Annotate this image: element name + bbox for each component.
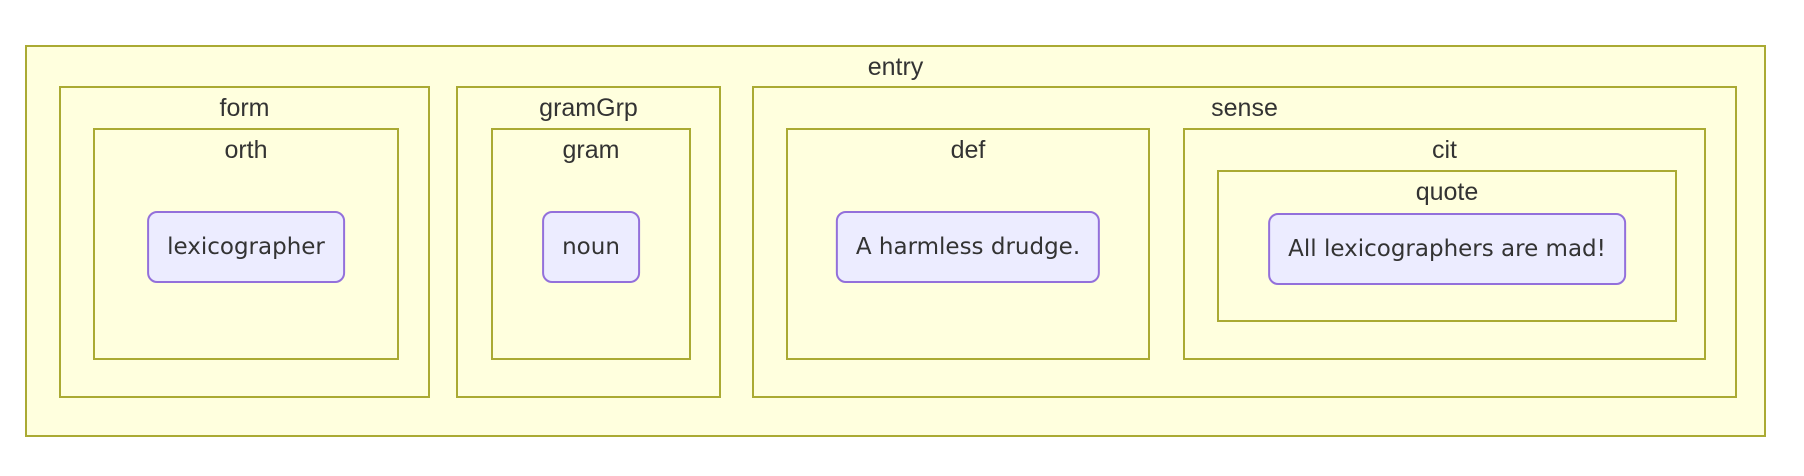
noun-node: noun [542, 211, 640, 283]
gramgrp-label: gramGrp [539, 94, 638, 122]
quote-node: All lexicographers are mad! [1268, 213, 1626, 285]
entry-label: entry [867, 53, 924, 81]
form-label: form [219, 94, 270, 122]
cit-cluster: cit quote All lexicographers are mad! [1183, 128, 1706, 360]
gramgrp-cluster: gramGrp gram noun [456, 86, 721, 398]
definition-node: A harmless drudge. [835, 211, 1101, 283]
orth-cluster: orth lexicographer [93, 128, 399, 360]
cit-label: cit [1432, 136, 1457, 164]
orth-label: orth [224, 136, 268, 164]
quote-label: quote [1415, 178, 1479, 206]
sense-cluster: sense def A harmless drudge. cit quote A… [752, 86, 1737, 398]
gram-label: gram [562, 136, 620, 164]
lexicographer-node: lexicographer [147, 211, 345, 283]
quote-cluster: quote All lexicographers are mad! [1217, 170, 1677, 322]
sense-label: sense [1211, 94, 1278, 122]
entry-cluster: entry form orth lexicographer gramGrp gr… [25, 45, 1766, 437]
def-label: def [950, 136, 986, 164]
gram-cluster: gram noun [491, 128, 691, 360]
def-cluster: def A harmless drudge. [786, 128, 1150, 360]
form-cluster: form orth lexicographer [59, 86, 430, 398]
